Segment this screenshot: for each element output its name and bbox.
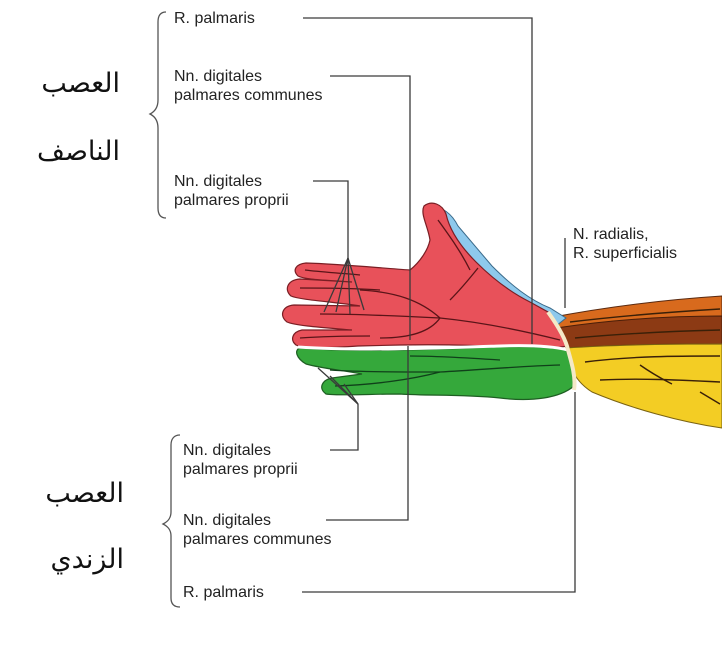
ulnar-communes-label-1: Nn. digitales: [183, 511, 271, 530]
median-proprii-label-2: palmares proprii: [174, 191, 289, 210]
ulnar-brace: [163, 435, 180, 607]
ulnar-nerve-arabic-label-1: العصب: [0, 478, 124, 509]
median-brace: [150, 12, 166, 218]
ulnar-communes-label-2: palmares communes: [183, 530, 332, 549]
ulnar-proprii-label-2: palmares proprii: [183, 460, 298, 479]
median-nerve-arabic-label-2: الناصف: [0, 136, 120, 167]
ulnar-proprii-label-1: Nn. digitales: [183, 441, 271, 460]
radial-nerve-label-1: N. radialis,: [573, 225, 649, 244]
median-r-palmaris-label: R. palmaris: [174, 9, 255, 28]
median-nerve-region: [283, 203, 568, 350]
ulnar-nerve-arabic-label-2: الزندي: [0, 544, 124, 575]
median-communes-label-1: Nn. digitales: [174, 67, 262, 86]
radial-nerve-label-2: R. superficialis: [573, 244, 677, 263]
ulnar-r-palmaris-label: R. palmaris: [183, 583, 264, 602]
median-communes-label-2: palmares communes: [174, 86, 323, 105]
median-proprii-label-1: Nn. digitales: [174, 172, 262, 191]
median-nerve-arabic-label-1: العصب: [0, 68, 120, 99]
